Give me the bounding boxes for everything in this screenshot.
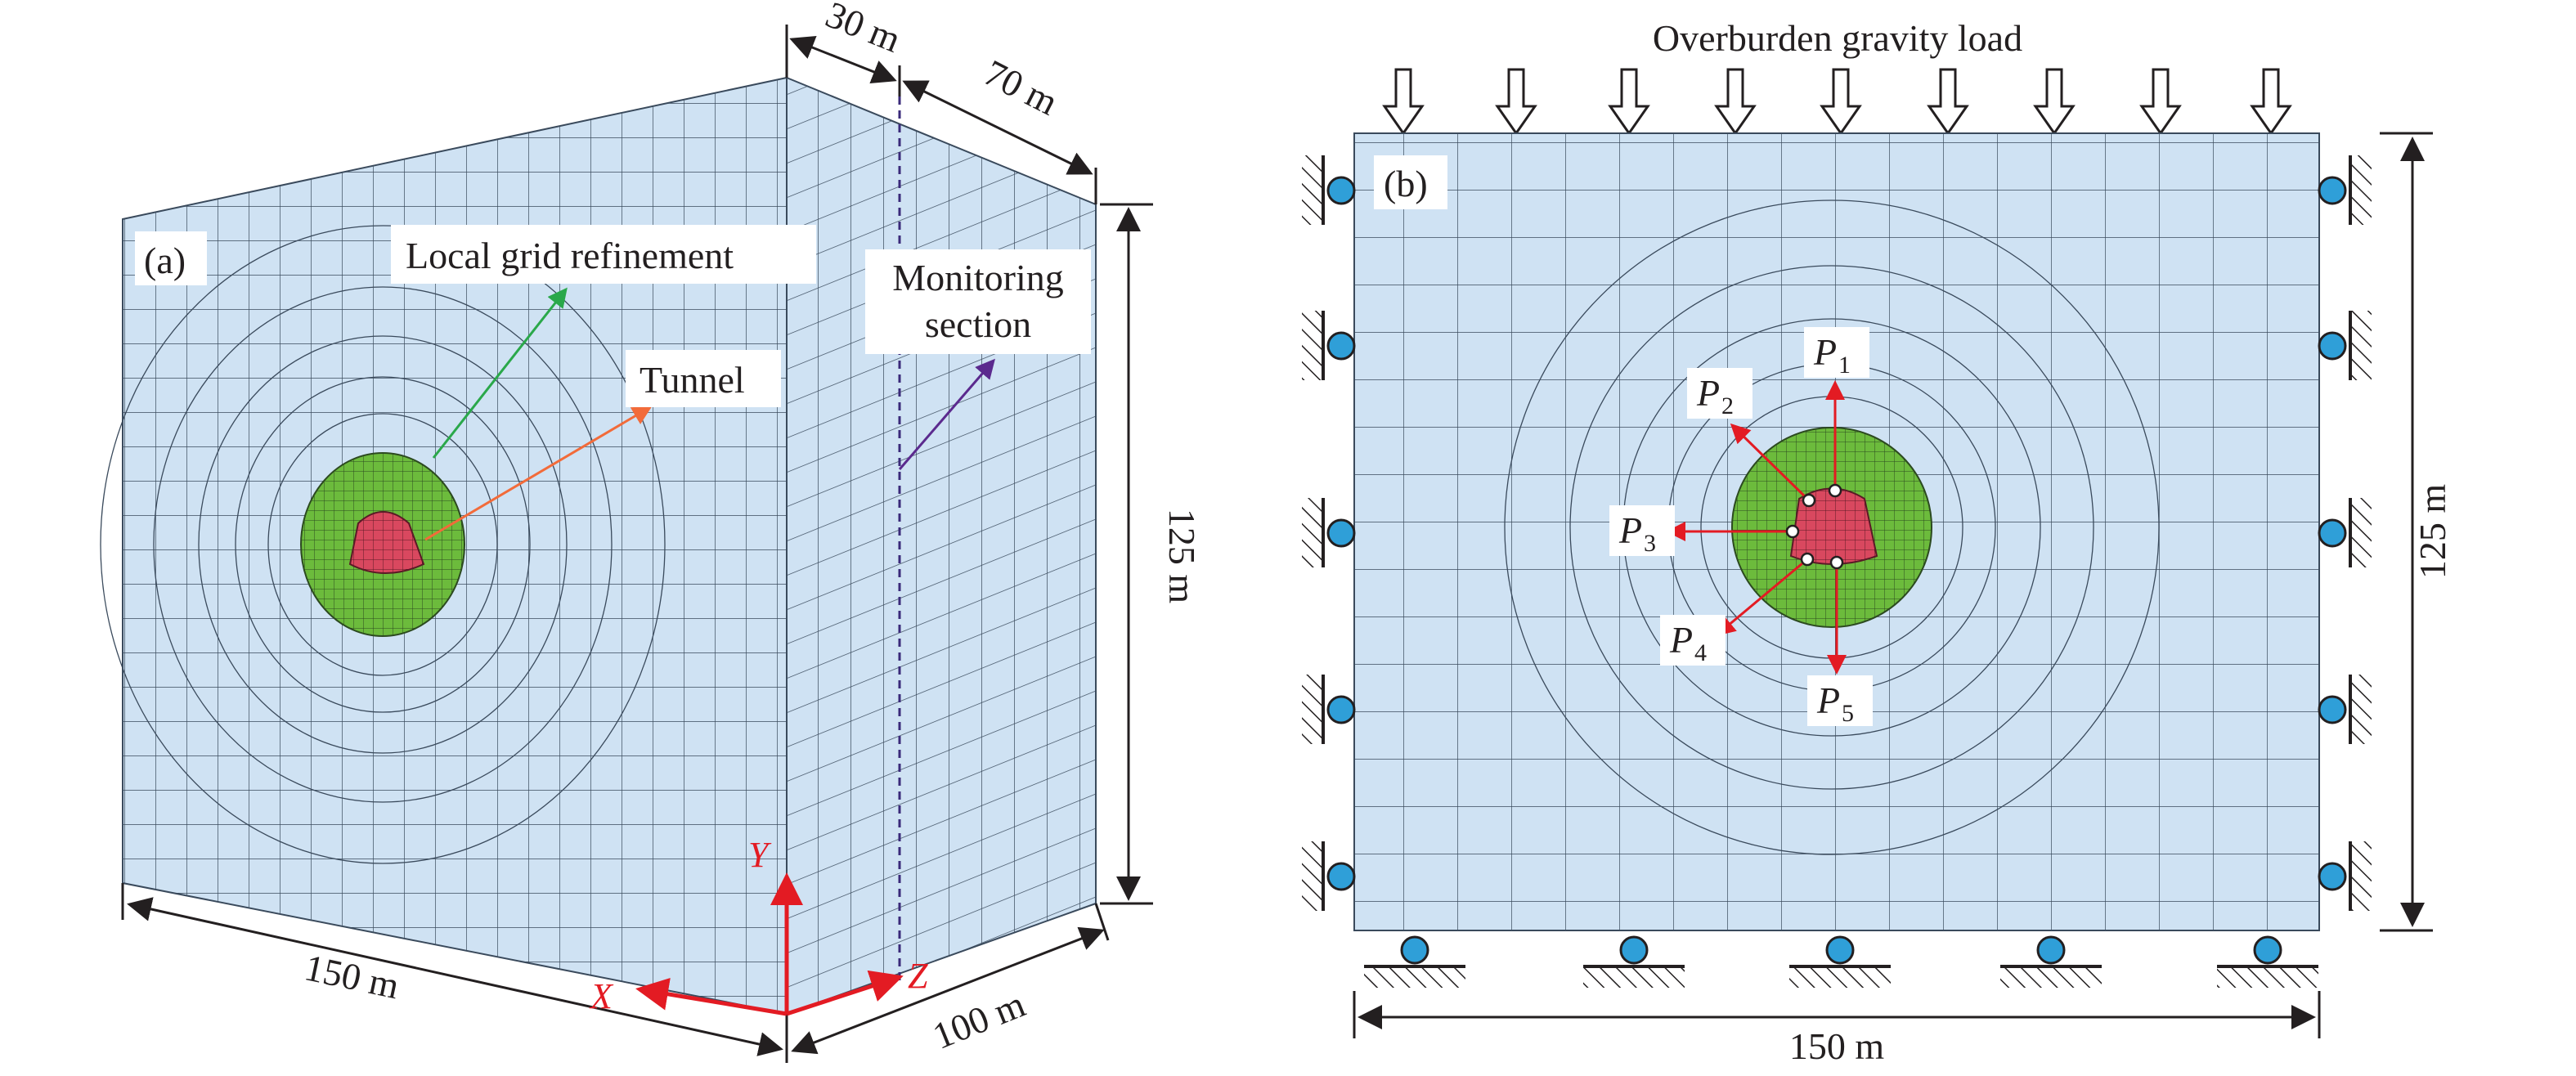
point-labels: P 1 P 2 P 3 P 4 P 5	[1609, 327, 1873, 727]
dimension-125m-b: 125 m	[2380, 132, 2453, 932]
load-arrow	[1495, 68, 1537, 136]
svg-text:150 m: 150 m	[301, 946, 403, 1007]
left-support	[1302, 311, 1356, 380]
panel-a-label-bg	[135, 231, 207, 285]
radial-mesh-rings	[100, 225, 666, 864]
panel-b: Overburden gravity load	[1302, 17, 2453, 1067]
panel-a-label: (a)	[144, 240, 186, 281]
right-support	[2318, 675, 2372, 744]
bottom-support	[1789, 935, 1891, 988]
p3-sub: 3	[1644, 530, 1656, 557]
point-p1	[1828, 483, 1842, 498]
bottom-support	[1364, 935, 1465, 988]
load-arrow	[2250, 68, 2292, 136]
point-p3	[1785, 524, 1800, 539]
load-arrow	[1608, 68, 1650, 136]
dimension-125m-a: 125 m	[1100, 203, 1203, 905]
p5-label: P	[1816, 679, 1840, 721]
right-supports	[2318, 155, 2372, 911]
bottom-supports	[1364, 935, 2318, 988]
dimension-150m-b: 150 m	[1353, 991, 2321, 1067]
bottom-support	[2217, 935, 2318, 988]
monitoring-label-bg	[865, 249, 1091, 354]
load-arrow	[2139, 68, 2182, 136]
p1-sub: 1	[1838, 352, 1851, 379]
bottom-support	[2000, 935, 2102, 988]
monitoring-label-line1: Monitoring	[892, 257, 1064, 298]
left-supports	[1302, 155, 1356, 911]
left-support	[1302, 498, 1356, 567]
right-support	[2318, 155, 2372, 225]
svg-text:70 m: 70 m	[978, 52, 1065, 123]
axis-z-label: Z	[908, 956, 928, 996]
load-arrow	[1714, 68, 1757, 136]
dimension-30m: 30 m	[785, 0, 907, 96]
svg-text:125 m: 125 m	[2412, 484, 2453, 580]
tunnel-arrow	[424, 406, 653, 541]
p2-label: P	[1696, 372, 1720, 414]
right-support	[2318, 311, 2372, 380]
refinement-label: Local grid refinement	[406, 235, 734, 276]
load-arrow	[1820, 68, 1862, 136]
p1-label: P	[1813, 331, 1837, 373]
tunnel-zone	[348, 511, 425, 574]
monitoring-points	[1785, 483, 1844, 570]
p5-sub: 5	[1842, 700, 1854, 727]
monitoring-label-line2: section	[925, 303, 1031, 345]
p4-sub: 4	[1694, 639, 1707, 666]
point-p5	[1829, 555, 1844, 570]
panel-b-label: (b)	[1384, 163, 1428, 204]
svg-text:30 m: 30 m	[820, 0, 907, 61]
vector-p4	[1715, 558, 1808, 636]
p2-sub: 2	[1721, 392, 1734, 419]
p4-label: P	[1669, 619, 1693, 661]
left-support	[1302, 675, 1356, 744]
load-arrow	[2033, 68, 2076, 136]
load-arrow	[1927, 68, 1969, 136]
load-arrows	[1382, 68, 2292, 136]
tunnel-label: Tunnel	[640, 359, 745, 401]
point-vectors	[1666, 380, 1847, 675]
left-support	[1302, 155, 1356, 225]
panel-a: (a) Local grid refinement Tunnel Monitor…	[100, 0, 1203, 1063]
monitoring-arrow	[898, 358, 995, 470]
load-arrow	[1382, 68, 1425, 136]
load-label: Overburden gravity load	[1653, 17, 2022, 59]
left-support	[1302, 841, 1356, 911]
refinement-label-bg	[391, 225, 816, 284]
coordinate-axes: Y X Z	[589, 835, 928, 1016]
bottom-support	[1583, 935, 1685, 988]
p3-label: P	[1618, 509, 1642, 551]
svg-text:125 m: 125 m	[1161, 509, 1203, 604]
model-side-face	[786, 76, 1097, 1015]
right-support	[2318, 841, 2372, 911]
axis-y-label: Y	[748, 835, 772, 875]
refinement-arrow	[432, 287, 568, 459]
tunnel-label-bg	[626, 350, 781, 407]
right-support	[2318, 498, 2372, 567]
vector-p2	[1730, 423, 1811, 502]
svg-text:150 m: 150 m	[1789, 1025, 1885, 1067]
point-p4	[1800, 552, 1815, 567]
panel-b-label-bg	[1374, 155, 1447, 209]
axis-x-label: X	[589, 976, 614, 1016]
point-p2	[1802, 493, 1816, 508]
